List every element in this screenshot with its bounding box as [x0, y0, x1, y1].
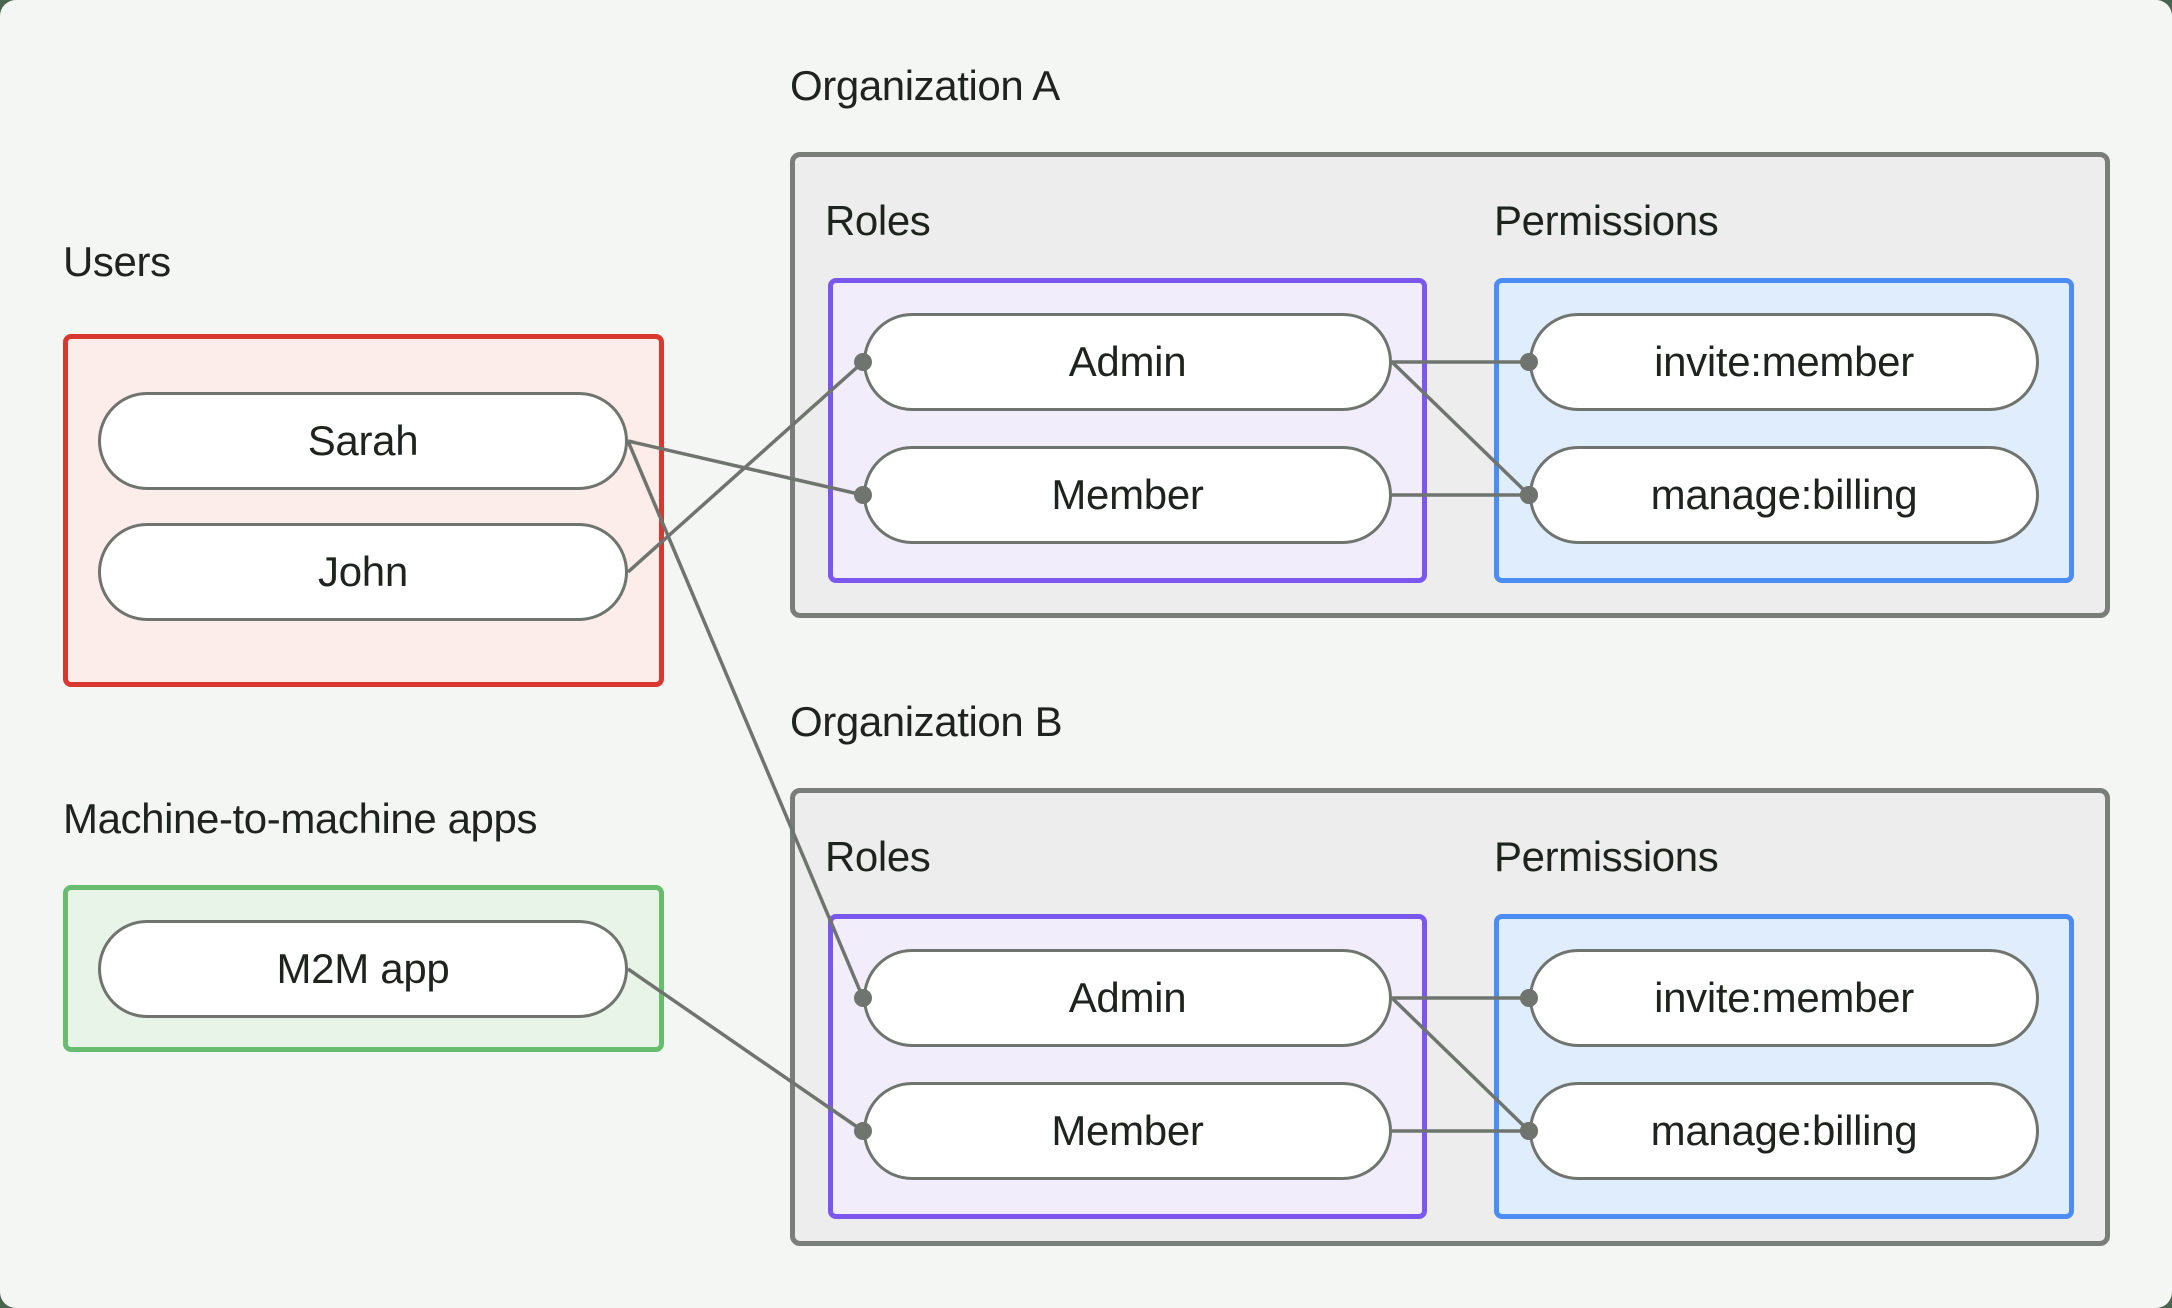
org-a-container: Roles Permissions Admin Member invite:me…: [790, 152, 2110, 618]
org-b-permission-pill-invite-member: invite:member: [1529, 949, 2039, 1047]
m2m-group-box: M2M app: [63, 885, 664, 1052]
org-b-permission-invite-label: invite:member: [1654, 974, 1914, 1021]
users-group-box: Sarah John: [63, 334, 664, 687]
m2m-app-pill: M2M app: [98, 920, 628, 1018]
org-b-title: Organization B: [790, 698, 1063, 745]
org-b-roles-label: Roles: [825, 833, 931, 880]
org-a-title: Organization A: [790, 62, 1060, 109]
org-a-permissions-label: Permissions: [1494, 197, 1719, 244]
org-a-role-admin-label: Admin: [1068, 338, 1187, 385]
users-label: Users: [63, 238, 171, 285]
org-b-permission-pill-manage-billing: manage:billing: [1529, 1082, 2039, 1180]
org-a-role-member-label: Member: [1051, 471, 1204, 518]
m2m-apps-label: Machine-to-machine apps: [63, 795, 538, 842]
org-b-role-member-label: Member: [1051, 1107, 1204, 1154]
org-a-permission-manage-label: manage:billing: [1650, 471, 1918, 518]
org-b-permission-manage-label: manage:billing: [1650, 1107, 1918, 1154]
m2m-app-pill-label: M2M app: [276, 945, 450, 992]
org-b-role-pill-admin: Admin: [863, 949, 1392, 1047]
org-a-permissions-group-box: invite:member manage:billing: [1494, 278, 2074, 583]
org-a-permission-invite-label: invite:member: [1654, 338, 1914, 385]
org-a-permission-pill-manage-billing: manage:billing: [1529, 446, 2039, 544]
user-pill-john-label: John: [318, 548, 408, 595]
user-pill-john: John: [98, 523, 628, 621]
user-pill-sarah: Sarah: [98, 392, 628, 490]
org-a-role-pill-member: Member: [863, 446, 1392, 544]
org-a-roles-group-box: Admin Member: [828, 278, 1427, 583]
org-b-role-pill-member: Member: [863, 1082, 1392, 1180]
org-b-permissions-label: Permissions: [1494, 833, 1719, 880]
org-b-role-admin-label: Admin: [1068, 974, 1187, 1021]
org-a-roles-label: Roles: [825, 197, 931, 244]
org-b-container: Roles Permissions Admin Member invite:me…: [790, 788, 2110, 1246]
org-b-permissions-group-box: invite:member manage:billing: [1494, 914, 2074, 1219]
org-a-role-pill-admin: Admin: [863, 313, 1392, 411]
org-a-permission-pill-invite-member: invite:member: [1529, 313, 2039, 411]
user-pill-sarah-label: Sarah: [307, 417, 419, 464]
org-b-roles-group-box: Admin Member: [828, 914, 1427, 1219]
